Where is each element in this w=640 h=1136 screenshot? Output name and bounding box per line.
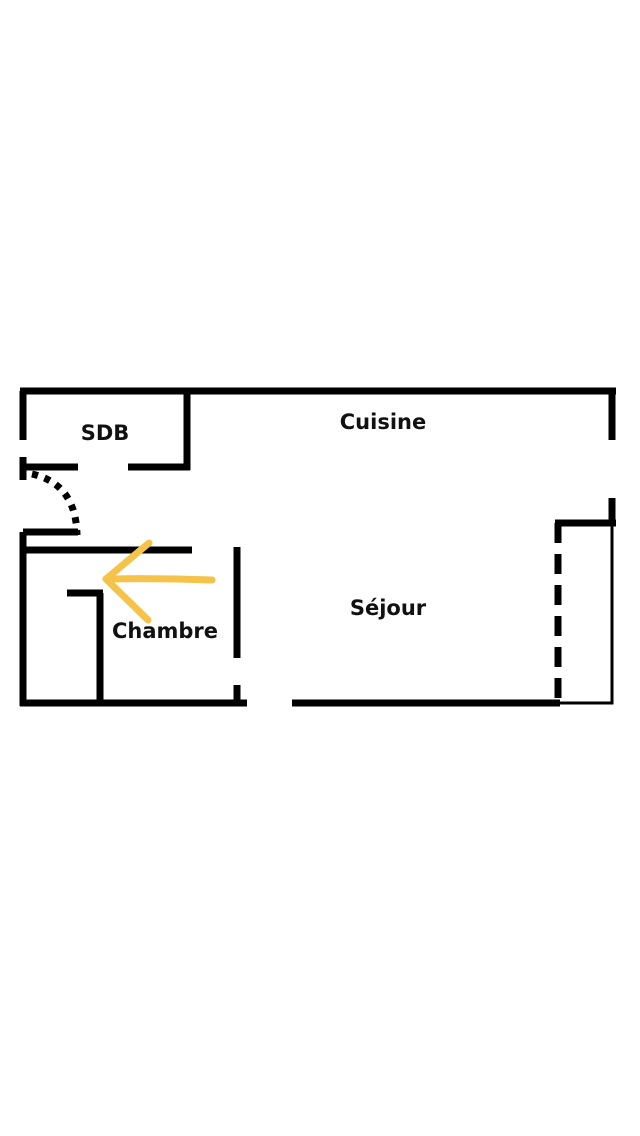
hall-wall bbox=[19, 528, 78, 706]
closet-wall bbox=[67, 589, 104, 703]
room-label-sdb: SDB bbox=[81, 421, 130, 445]
walls bbox=[19, 387, 616, 707]
sdb-walls bbox=[21, 391, 191, 471]
room-label-sejour: Séjour bbox=[350, 596, 427, 620]
balcony-outline bbox=[558, 526, 614, 705]
arrow-left-icon bbox=[102, 539, 216, 624]
outer-top-wall bbox=[19, 387, 616, 440]
room-label-chambre: Chambre bbox=[112, 619, 218, 643]
door-arc-dotted bbox=[31, 470, 81, 536]
room-label-cuisine: Cuisine bbox=[340, 410, 426, 434]
right-upper-wall bbox=[555, 498, 616, 527]
